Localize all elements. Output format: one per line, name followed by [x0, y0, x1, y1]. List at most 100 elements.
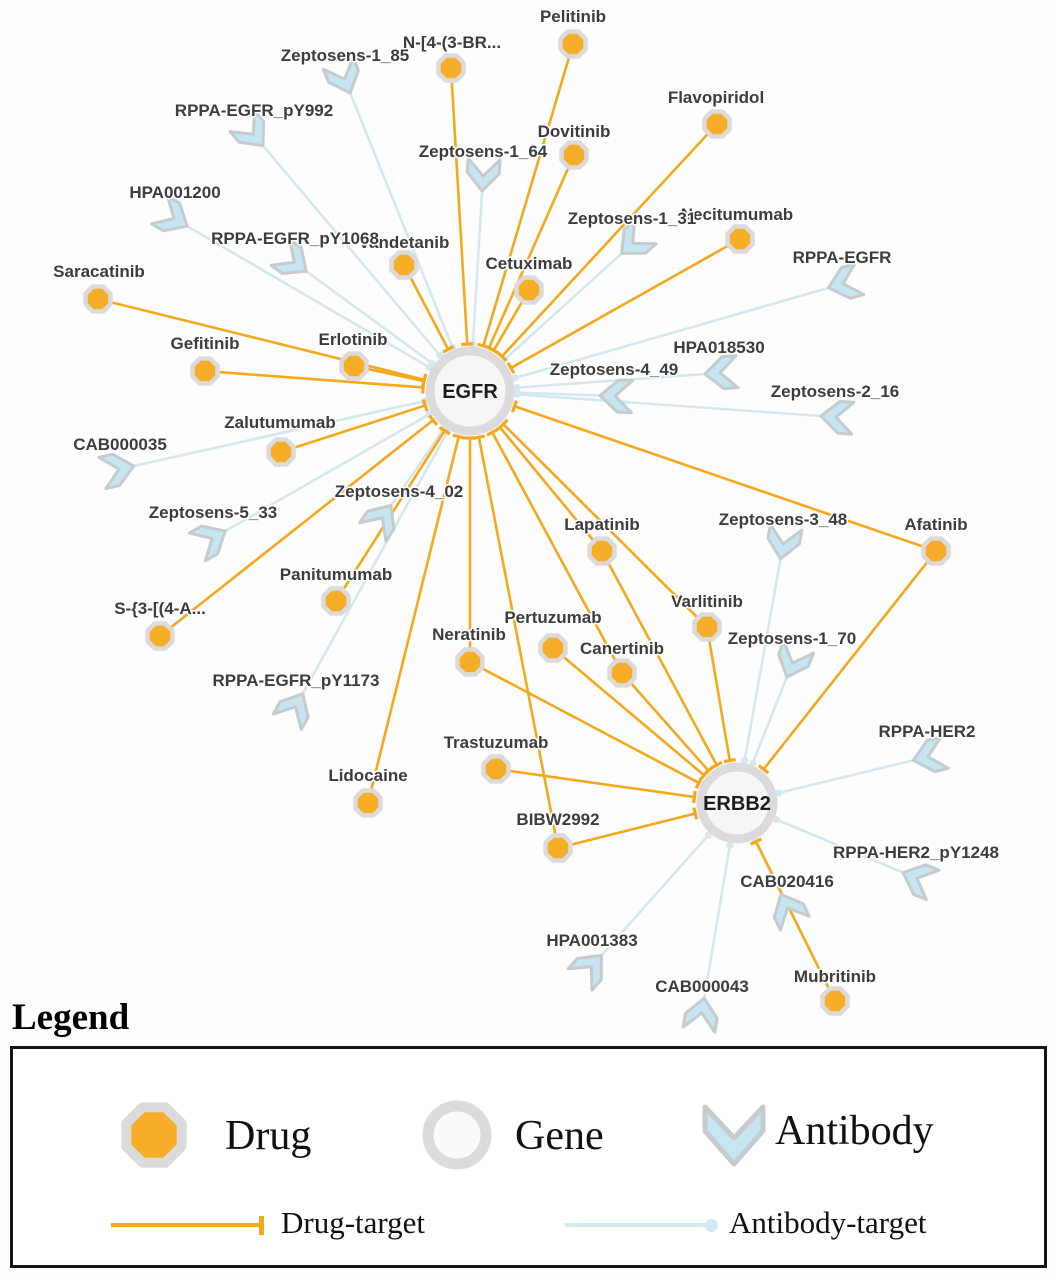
antibody-node-rppa_her2_py1248[interactable]	[897, 858, 941, 902]
drug-node-afatinib[interactable]	[921, 536, 951, 566]
node-label-zep2_16: Zeptosens-2_16	[771, 382, 900, 401]
antibody-node-zep1_31[interactable]	[611, 218, 658, 265]
antibody-node-cab020416[interactable]	[767, 887, 811, 932]
drug-node-zalutumumab[interactable]	[266, 437, 296, 467]
antibody-node-rppa_egfr_py1068[interactable]	[269, 237, 316, 284]
antibody-node-cab000043[interactable]	[681, 996, 720, 1034]
antibody-node-zep1_70[interactable]	[772, 639, 816, 683]
node-label-pelitinib: Pelitinib	[540, 7, 606, 26]
node-label-rppa_egfr_py1173: RPPA-EGFR_pY1173	[213, 671, 380, 690]
node-label-hpa018530: HPA018530	[673, 338, 764, 357]
node-label-zep4_49: Zeptosens-4_49	[550, 360, 679, 379]
edge-s3_4a-egfr	[159, 414, 439, 638]
node-label-s3_4a: S-{3-[(4-A...	[114, 599, 206, 618]
drug-node-n4_3br[interactable]	[436, 53, 466, 83]
edge-rppa_egfr_py1068-egfr	[294, 261, 436, 367]
drug-node-panitumumab[interactable]	[321, 586, 351, 616]
antibody-node-zep3_48[interactable]	[765, 522, 804, 561]
drug-node-cetuximab[interactable]	[514, 275, 544, 305]
edge-trastuzumab-erbb2	[495, 767, 697, 804]
node-label-canertinib: Canertinib	[580, 639, 664, 658]
node-label-necitumumab: Necitumumab	[681, 205, 793, 224]
edge-rppa_egfr-egfr	[511, 282, 843, 382]
node-label-zep4_02: Zeptosens-4_02	[335, 482, 464, 501]
antibody-target-edge-sample	[565, 1223, 707, 1227]
edge-afatinib-erbb2	[757, 550, 938, 775]
node-label-varlitinib: Varlitinib	[671, 592, 743, 611]
node-label-pertuzumab: Pertuzumab	[504, 608, 601, 627]
drug-node-lidocaine[interactable]	[353, 788, 383, 818]
antibody-node-hpa001200[interactable]	[149, 194, 195, 240]
drug-node-neratinib[interactable]	[455, 647, 485, 677]
antibody-chevron-icon	[702, 1104, 766, 1167]
node-label-saracatinib: Saracatinib	[53, 262, 145, 281]
antibody-node-hpa018530[interactable]	[703, 354, 740, 391]
edge-rppa_her2-erbb2	[775, 755, 928, 797]
gene-node-erbb2[interactable]: ERBB2	[696, 762, 778, 844]
drug-target-edge-sample	[111, 1223, 259, 1227]
antibody-node-zep1_64[interactable]	[465, 156, 502, 193]
drug-target-edge-tee	[259, 1216, 264, 1235]
drug-node-pelitinib[interactable]	[558, 29, 588, 59]
edge-bibw2992-erbb2	[557, 807, 699, 850]
gene-node-egfr[interactable]: EGFR	[425, 346, 515, 436]
edge-zep1_64-egfr	[469, 176, 485, 348]
antibody-node-zep5_33[interactable]	[187, 517, 233, 563]
node-label-rppa_her2: RPPA-HER2	[879, 722, 976, 741]
node-label-rppa_egfr: RPPA-EGFR	[793, 248, 892, 267]
drug-node-necitumumab[interactable]	[725, 224, 755, 254]
antibody-node-rppa_egfr_py992[interactable]	[228, 109, 275, 156]
edge-n4_3br-egfr	[449, 67, 474, 347]
antibody-node-zep2_16[interactable]	[819, 399, 856, 436]
edge-zep3_48-erbb2	[740, 544, 785, 765]
legend-box: Drug Gene Antibody Drug-target Antibody-…	[10, 1046, 1047, 1268]
edge-lidocaine-egfr	[366, 433, 465, 804]
node-label-zep3_48: Zeptosens-3_48	[719, 510, 848, 529]
drug-node-flavopiridol[interactable]	[702, 109, 732, 139]
drug-node-s3_4a[interactable]	[145, 621, 175, 651]
antibody-node-hpa001383[interactable]	[566, 945, 613, 992]
antibody-node-zep4_02[interactable]	[358, 496, 405, 543]
drug-node-saracatinib[interactable]	[83, 284, 113, 314]
edge-zep4_02-egfr	[381, 426, 447, 518]
node-label-rppa_egfr_py992: RPPA-EGFR_pY992	[175, 101, 333, 120]
edge-mubritinib-erbb2	[749, 837, 837, 1002]
node-label-mubritinib: Mubritinib	[794, 967, 876, 986]
node-label-erlotinib: Erlotinib	[319, 330, 388, 349]
antibody-node-cab000035[interactable]	[97, 450, 137, 491]
node-label-dovitinib: Dovitinib	[538, 122, 611, 141]
legend-antibody-label: Antibody	[775, 1108, 934, 1154]
drug-node-trastuzumab[interactable]	[481, 754, 511, 784]
antibody-node-rppa_her2[interactable]	[910, 735, 950, 776]
antibody-node-zep4_49[interactable]	[598, 378, 635, 415]
edge-varlitinib-erbb2	[705, 626, 736, 764]
drug-node-varlitinib[interactable]	[692, 612, 722, 642]
drug-node-pertuzumab[interactable]	[538, 633, 568, 663]
node-label-rppa_egfr_py1068: RPPA-EGFR_pY1068	[211, 229, 379, 248]
edge-zalutumumab-egfr	[280, 399, 429, 454]
antibody-node-rppa_egfr_py1173[interactable]	[271, 686, 316, 731]
edge-zep2_16-egfr	[513, 390, 836, 419]
node-label-lidocaine: Lidocaine	[328, 766, 407, 785]
drug-node-bibw2992[interactable]	[543, 833, 573, 863]
node-label-panitumumab: Panitumumab	[280, 565, 392, 584]
node-label-cab020416: CAB020416	[740, 872, 834, 891]
legend-drug-target-label: Drug-target	[281, 1205, 426, 1240]
drug-node-vandetanib[interactable]	[389, 250, 419, 280]
node-label-neratinib: Neratinib	[432, 625, 506, 644]
edge-vandetanib-egfr	[402, 264, 455, 354]
drug-node-lapatinib[interactable]	[587, 536, 617, 566]
edge-cab000043-erbb2	[700, 841, 734, 1013]
drug-node-canertinib[interactable]	[607, 658, 637, 688]
antibody-node-rppa_egfr[interactable]	[824, 262, 866, 304]
drug-node-erlotinib[interactable]	[339, 351, 369, 381]
drug-node-gefitinib[interactable]	[190, 356, 220, 386]
antibody-node-zep1_85[interactable]	[321, 55, 365, 99]
node-label-rppa_her2_py1248: RPPA-HER2_pY1248	[833, 843, 999, 862]
node-label-zep1_85: Zeptosens-1_85	[281, 46, 410, 65]
edge-lapatinib-erbb2	[600, 550, 723, 770]
drug-node-mubritinib[interactable]	[820, 986, 850, 1016]
node-label-trastuzumab: Trastuzumab	[444, 733, 549, 752]
drug-node-dovitinib[interactable]	[559, 140, 589, 170]
